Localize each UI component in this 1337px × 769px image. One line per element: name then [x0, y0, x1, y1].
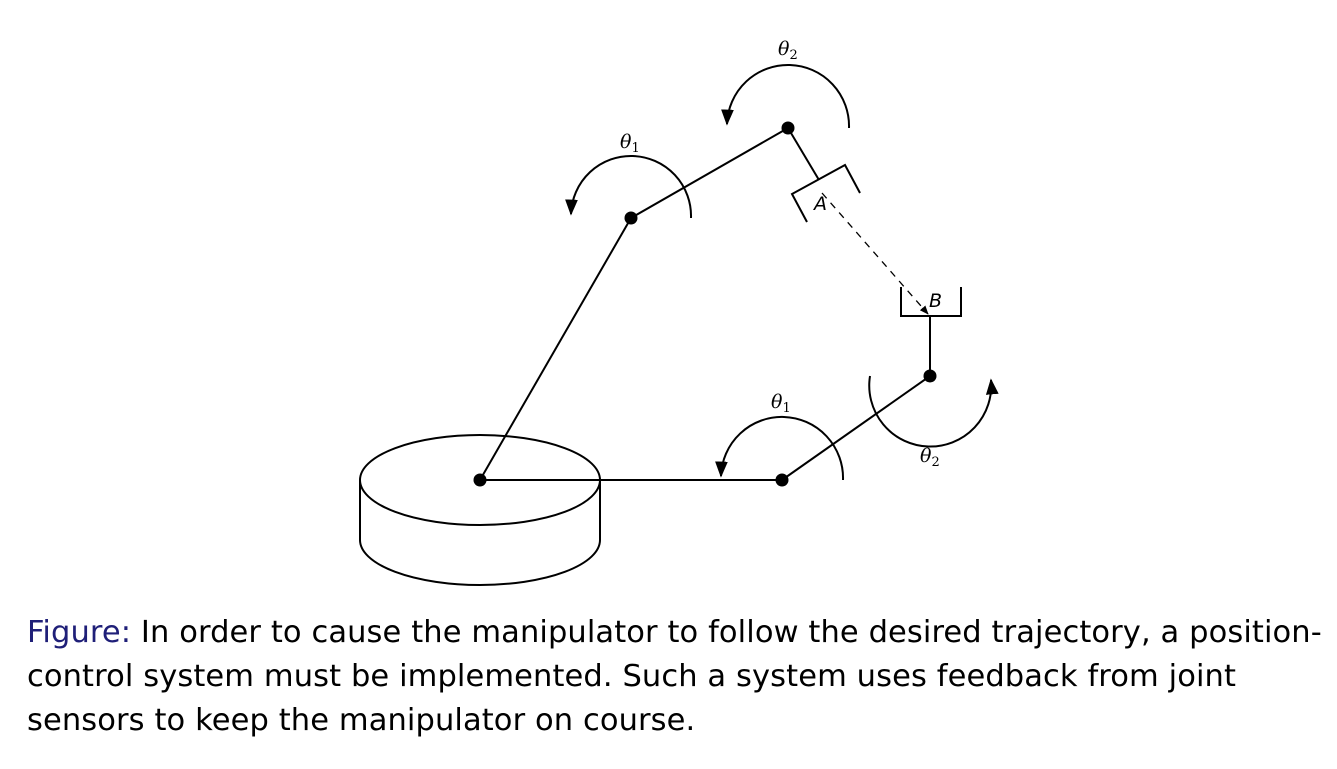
base-joint: [473, 473, 487, 487]
lower-theta2-arc: [868, 375, 999, 448]
point-a-label: A: [812, 193, 827, 215]
lower-link-2: [781, 375, 931, 481]
upper-theta1-label: θ1: [620, 131, 640, 156]
lower-wrist-joint: [923, 369, 937, 383]
upper-theta2-label: θ2: [778, 38, 798, 63]
lower-theta1-arc: [715, 416, 845, 481]
base-cylinder: [359, 434, 601, 586]
lower-elbow-joint: [775, 473, 789, 487]
upper-link-1: [479, 217, 632, 481]
upper-theta2-arc: [721, 64, 851, 129]
manipulator-diagram: θ1 θ2 θ1 θ2 A B: [359, 38, 999, 586]
upper-elbow-joint: [624, 211, 638, 225]
gripper-a: [790, 163, 861, 223]
upper-wrist-joint: [781, 121, 795, 135]
upper-link-2: [630, 127, 789, 219]
lower-theta2-label: θ2: [920, 445, 940, 470]
upper-link-3: [787, 127, 820, 181]
point-b-label: B: [929, 290, 942, 312]
lower-theta1-label: θ1: [771, 391, 791, 416]
trajectory-arrow: [821, 192, 929, 315]
caption-label: Figure:: [27, 615, 132, 650]
upper-theta1-arc: [565, 155, 693, 219]
figure-caption: Figure: In order to cause the manipulato…: [27, 611, 1327, 743]
gripper-b: [900, 287, 962, 317]
caption-text: In order to cause the manipulator to fol…: [27, 615, 1322, 738]
